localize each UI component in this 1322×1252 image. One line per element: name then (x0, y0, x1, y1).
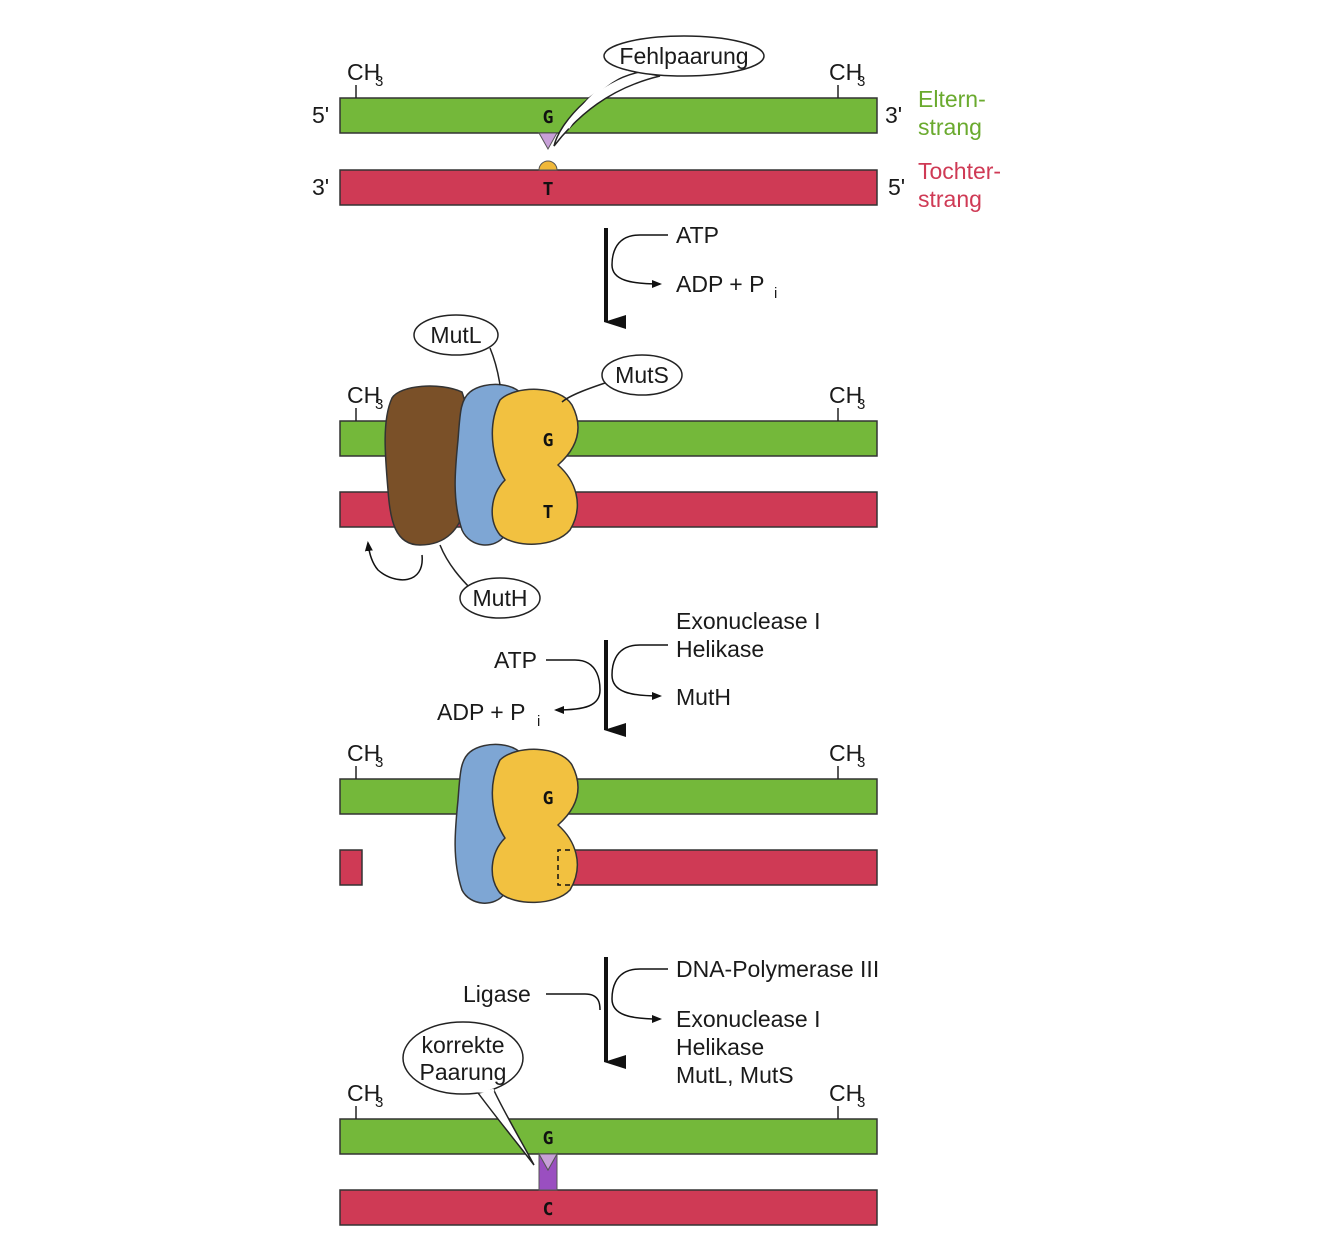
mutl-label: MutL (430, 322, 481, 348)
methyl-subscript: 3 (857, 396, 865, 413)
parent-strand (339, 778, 878, 815)
adp-pi-subscript: i (774, 285, 777, 302)
end-label-3prime: 3' (885, 102, 902, 128)
legend-parent-strand: strang (918, 114, 982, 140)
legend-parent-strand: Eltern- (918, 86, 986, 112)
callout-text-line1: korrekte (421, 1032, 504, 1058)
muth-callout: MutH (439, 544, 541, 619)
step-3-reaction: DNA-Polymerase III Ligase Exonuclease I … (463, 956, 879, 1088)
methyl-label: CH (829, 1080, 862, 1106)
step-1-reaction: ATP ADP + P i (604, 222, 777, 329)
muts-protein (491, 388, 579, 545)
daughter-strand-fragment (339, 849, 363, 886)
methyl-subscript: 3 (375, 73, 383, 90)
muts-callout: MutS (561, 354, 683, 403)
methyl-group-right: CH 3 (829, 1080, 865, 1119)
methyl-subscript: 3 (857, 73, 865, 90)
cleavage-arrow (364, 541, 423, 581)
muts-label: MutS (615, 362, 669, 388)
methyl-group-left: CH 3 (347, 1080, 383, 1119)
methyl-group-left: CH 3 (347, 382, 383, 421)
daughter-strand (339, 1189, 878, 1226)
methyl-group-right: CH 3 (829, 740, 865, 779)
side-arrow-left (546, 993, 601, 1011)
methyl-label: CH (829, 382, 862, 408)
adp-pi-label: ADP + P (676, 271, 764, 297)
helicase-label: Helikase (676, 636, 764, 662)
muth-protein (384, 385, 471, 546)
muth-label: MutH (473, 585, 528, 611)
daughter-strand (339, 169, 878, 206)
stage-3-excision: CH 3 CH 3 G (339, 740, 878, 904)
base-g: G (543, 430, 554, 451)
methyl-label: CH (347, 59, 380, 85)
methyl-label: CH (347, 740, 380, 766)
side-arrow-right (611, 644, 668, 700)
base-g: G (543, 107, 554, 128)
methyl-subscript: 3 (375, 754, 383, 771)
base-t: T (543, 179, 554, 200)
mismatch-callout-text: Fehlpaarung (619, 43, 748, 69)
muth-released-label: MutH (676, 684, 731, 710)
side-arrow-right (611, 968, 668, 1023)
muts-protein (491, 748, 579, 904)
methyl-group-right: CH 3 (829, 382, 865, 421)
legend-daughter-strand: strang (918, 186, 982, 212)
dna-polymerase-label: DNA-Polymerase III (676, 956, 879, 982)
base-g: G (543, 788, 554, 809)
stage-2-complex: CH 3 CH 3 G T MutL MutS MutH (339, 314, 878, 619)
methyl-label: CH (347, 1080, 380, 1106)
atp-label: ATP (676, 222, 719, 248)
base-g: G (543, 1128, 554, 1149)
methyl-group-left: CH 3 (347, 740, 383, 779)
mutl-muts-label: MutL, MutS (676, 1062, 794, 1088)
mismatched-base-g-shape (538, 132, 558, 151)
base-t: T (543, 502, 554, 523)
stage-4-repaired: CH 3 CH 3 G C korrekte Paarung (339, 1021, 878, 1226)
ligase-label: Ligase (463, 981, 531, 1007)
methyl-subscript: 3 (375, 396, 383, 413)
callout-text-line2: Paarung (420, 1059, 507, 1085)
step-2-reaction: Exonuclease I Helikase MutH ATP ADP + P … (437, 608, 820, 737)
atp-label: ATP (494, 647, 537, 673)
methyl-subscript: 3 (857, 1094, 865, 1111)
adp-pi-label: ADP + P (437, 699, 525, 725)
methyl-subscript: 3 (375, 1094, 383, 1111)
legend-daughter-strand: Tochter- (918, 158, 1001, 184)
exonuclease-label: Exonuclease I (676, 1006, 820, 1032)
methyl-label: CH (829, 740, 862, 766)
methyl-group-left: CH 3 (347, 59, 383, 98)
side-arrow (611, 234, 668, 288)
adp-pi-subscript: i (537, 713, 540, 730)
end-label-5prime: 5' (888, 174, 905, 200)
correct-pairing-callout: korrekte Paarung (402, 1021, 535, 1166)
stage-1-mismatch: CH 3 CH 3 5' 3' 3' 5' Eltern- strang Toc… (312, 35, 1001, 212)
mutl-callout: MutL (413, 314, 501, 386)
parent-strand (339, 97, 878, 134)
side-arrow-left (546, 659, 601, 714)
methyl-subscript: 3 (857, 754, 865, 771)
parent-strand (339, 1118, 878, 1155)
end-label-5prime: 5' (312, 102, 329, 128)
daughter-strand (555, 849, 878, 886)
mismatched-base-t-shape (538, 160, 558, 171)
methyl-label: CH (829, 59, 862, 85)
base-g-shape (538, 1153, 558, 1172)
mismatch-callout: Fehlpaarung (553, 35, 765, 147)
base-c: C (543, 1199, 554, 1220)
exonuclease-label: Exonuclease I (676, 608, 820, 634)
methyl-label: CH (347, 382, 380, 408)
methyl-group-right: CH 3 (829, 59, 865, 98)
end-label-3prime: 3' (312, 174, 329, 200)
helicase-label: Helikase (676, 1034, 764, 1060)
excised-gap-marker (557, 849, 570, 886)
